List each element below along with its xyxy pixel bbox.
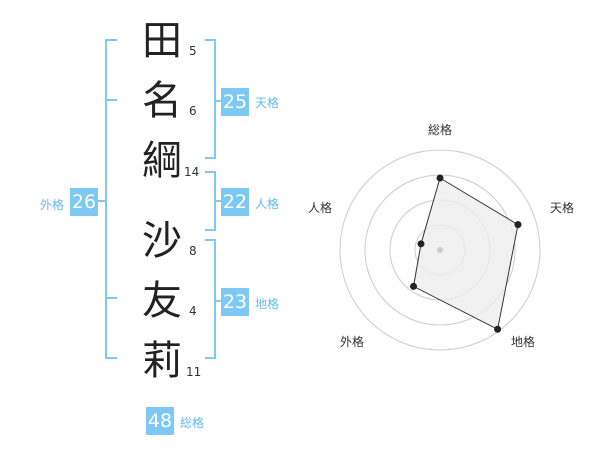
chikaku-badge: 23 <box>221 288 249 316</box>
soukaku-label: 総格 <box>180 416 205 430</box>
radar-axis-label-3: 地格 <box>511 334 535 349</box>
gaikaku-label: 外格 <box>40 198 65 212</box>
name-char-6: 莉 <box>142 338 182 384</box>
stroke-count-2: 6 <box>189 104 197 118</box>
radar-point-1 <box>436 174 444 182</box>
chikaku-label: 地格 <box>255 297 280 311</box>
stroke-count-6: 11 <box>186 365 202 379</box>
name-char-4: 沙 <box>142 218 182 264</box>
tenkaku-badge: 25 <box>221 88 249 116</box>
radar-axis-label-2: 天格 <box>550 200 574 215</box>
radar-axis-label-5: 人格 <box>308 200 332 215</box>
radar-ring-4 <box>339 149 541 351</box>
name-char-5: 友 <box>142 278 182 324</box>
name-char-1: 田 <box>142 18 182 64</box>
name-char-2: 名 <box>142 78 182 124</box>
stroke-count-1: 5 <box>189 44 197 58</box>
radar-axis-label-1: 総格 <box>428 122 452 137</box>
soukaku-badge: 48 <box>146 407 174 435</box>
radar-axis-label-4: 外格 <box>340 334 364 349</box>
stroke-count-5: 4 <box>189 304 197 318</box>
tenkaku-label: 天格 <box>255 96 280 110</box>
stroke-count-4: 8 <box>189 244 197 258</box>
radar-center-dot <box>437 247 443 253</box>
stroke-count-3: 14 <box>184 165 200 179</box>
gaikaku-badge: 26 <box>70 188 98 216</box>
jinkaku-badge: 22 <box>221 188 249 216</box>
radar-point-5 <box>417 240 425 248</box>
jinkaku-label: 人格 <box>255 197 280 211</box>
name-char-3: 綱 <box>142 138 182 184</box>
radar-point-3 <box>494 325 502 333</box>
radar-point-4 <box>410 282 418 290</box>
radar-series-area <box>412 177 519 331</box>
radar-point-2 <box>514 221 522 229</box>
